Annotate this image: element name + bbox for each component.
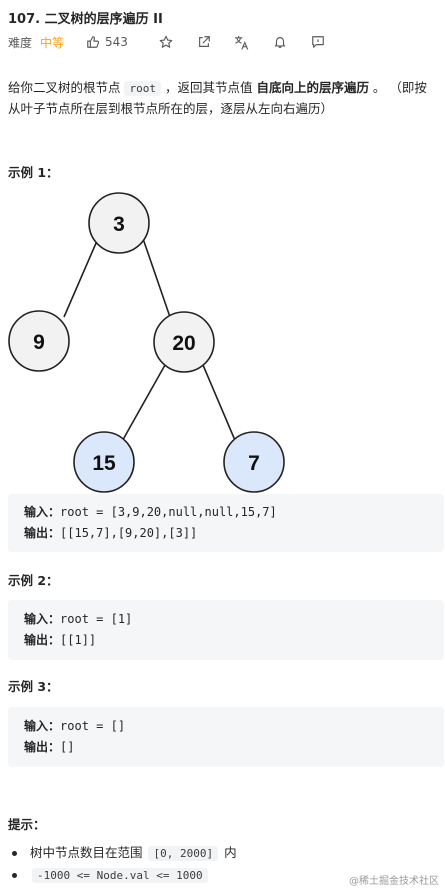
example-2-io-box: 输入：root = [1] 输出：[[1]] [8,600,444,660]
inline-code-root: root [124,81,161,96]
input-label: 输入： [24,719,61,733]
tree-node: 3 [88,192,150,254]
tree-edge [119,364,166,446]
example-output: [[1]] [60,633,97,647]
hints-list: 树中节点数目在范围 [0, 2000] 内 -1000 <= Node.val … [12,842,237,886]
binary-tree-diagram: 3 9 20 15 7 [8,192,285,493]
hints-title: 提示： [8,817,46,832]
difficulty-label: 难度 [8,35,33,50]
share-icon[interactable] [196,34,212,50]
tree-edge [138,226,171,318]
example-3-title: 示例 3： [8,679,59,694]
translate-icon[interactable] [234,34,250,50]
example-3-io-box: 输入：root = [] 输出：[] [8,707,444,767]
example-1-title: 示例 1： [8,165,59,180]
input-label: 输入： [24,505,61,519]
tree-node: 20 [153,311,215,373]
thumbs-up-icon [87,36,100,48]
example-input: root = [3,9,20,null,null,15,7] [60,505,277,519]
svg-text:3: 3 [113,213,125,236]
example-input: root = [1] [60,612,133,626]
hint-item: -1000 <= Node.val <= 1000 [12,864,237,886]
output-label: 输出： [24,633,61,647]
bell-icon[interactable] [272,34,288,50]
like-button[interactable]: 543 [86,35,128,49]
inline-code-constraint: -1000 <= Node.val <= 1000 [32,868,208,883]
svg-text:20: 20 [172,332,195,355]
tree-edge [202,364,238,446]
inline-code-range: [0, 2000] [148,846,219,861]
example-input: root = [] [60,719,126,733]
output-label: 输出： [24,526,61,540]
tree-node: 9 [8,310,70,372]
svg-text:15: 15 [92,452,116,475]
problem-title: 107. 二叉树的层序遍历 II [8,12,163,27]
example-2-title: 示例 2： [8,573,59,588]
output-label: 输出： [24,740,61,754]
bold-keyphrase: 自底向上的层序遍历 [256,80,369,95]
problem-description: 给你二叉树的根节点 root ，返回其节点值 自底向上的层序遍历 。 （即按从叶… [8,80,427,116]
svg-text:9: 9 [33,331,45,354]
star-icon[interactable] [158,34,174,50]
hint-item: 树中节点数目在范围 [0, 2000] 内 [12,842,237,864]
problem-meta-bar: 难度 中等 543 [8,33,326,51]
difficulty-badge: 中等 [40,35,65,50]
tree-node-highlighted: 15 [73,431,135,493]
example-output: [[15,7],[9,20],[3]] [60,526,198,540]
tree-node-highlighted: 7 [223,431,285,493]
watermark: @稀土掘金技术社区 [349,876,439,887]
like-count: 543 [105,35,128,49]
input-label: 输入： [24,612,61,626]
svg-text:7: 7 [248,452,260,475]
feedback-icon[interactable] [310,34,326,50]
example-output: [] [60,740,75,754]
example-1-io-box: 输入：root = [3,9,20,null,null,15,7] 输出：[[1… [8,494,444,552]
